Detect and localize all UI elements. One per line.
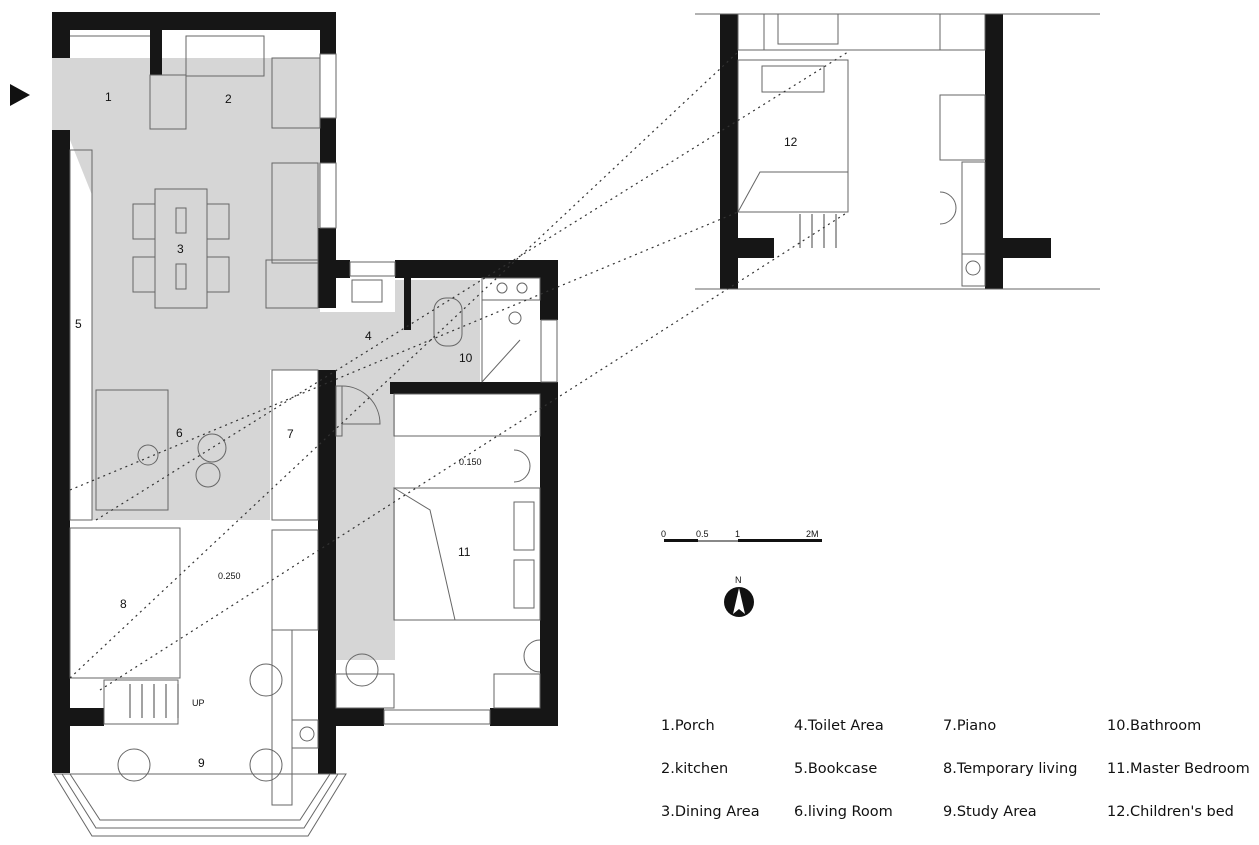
stair-up-label: UP bbox=[192, 698, 205, 708]
room-label-3: 3 bbox=[177, 242, 184, 256]
room-label-9: 9 bbox=[198, 756, 205, 770]
room-label-6: 6 bbox=[176, 426, 183, 440]
grey-floor bbox=[52, 58, 480, 660]
stairs bbox=[129, 214, 837, 718]
legend-item-kitchen: 2.kitchen bbox=[661, 761, 729, 777]
legend-item-bathroom: 10.Bathroom bbox=[1107, 718, 1202, 734]
legend-item-master-bedroom: 11.Master Bedroom bbox=[1107, 761, 1250, 777]
room-label-2: 2 bbox=[225, 92, 232, 106]
room-label-12: 12 bbox=[784, 135, 798, 149]
legend-item-study-area: 9.Study Area bbox=[943, 804, 1037, 820]
level-mark-bedroom: 0.150 bbox=[459, 457, 482, 467]
legend-item-piano: 7.Piano bbox=[943, 718, 997, 734]
room-label-7: 7 bbox=[287, 427, 294, 441]
room-label-8: 8 bbox=[120, 597, 127, 611]
scale-bar: 0 0.5 1 2M bbox=[661, 529, 822, 542]
legend-item-temporary-living: 8.Temporary living bbox=[943, 761, 1078, 777]
legend-item-porch: 1.Porch bbox=[661, 718, 715, 734]
legend-item-dining-area: 3.Dining Area bbox=[661, 804, 760, 820]
legend-item-childrens-bed: 12.Children's bed bbox=[1107, 804, 1234, 820]
walls bbox=[52, 12, 1051, 774]
room-label-5: 5 bbox=[75, 317, 82, 331]
room-label-4: 4 bbox=[365, 329, 372, 343]
legend-item-bookcase: 5.Bookcase bbox=[794, 761, 878, 777]
legend-item-toilet-area: 4.Toilet Area bbox=[794, 718, 884, 734]
scale-tick-1: 1 bbox=[735, 529, 740, 539]
entrance-arrow-icon bbox=[10, 84, 30, 106]
room-label-10: 10 bbox=[459, 351, 473, 365]
projection-lines bbox=[69, 51, 849, 691]
scale-tick-0: 0 bbox=[661, 529, 666, 539]
north-arrow-icon: N bbox=[724, 575, 754, 617]
scale-tick-05: 0.5 bbox=[696, 529, 709, 539]
level-mark-study: 0.250 bbox=[218, 571, 241, 581]
room-label-11: 11 bbox=[458, 545, 471, 559]
north-label: N bbox=[735, 575, 742, 585]
outlines bbox=[53, 13, 1100, 837]
legend-item-living-room: 6.living Room bbox=[794, 804, 893, 820]
room-label-1: 1 bbox=[105, 90, 112, 104]
scale-tick-2m: 2M bbox=[806, 529, 819, 539]
